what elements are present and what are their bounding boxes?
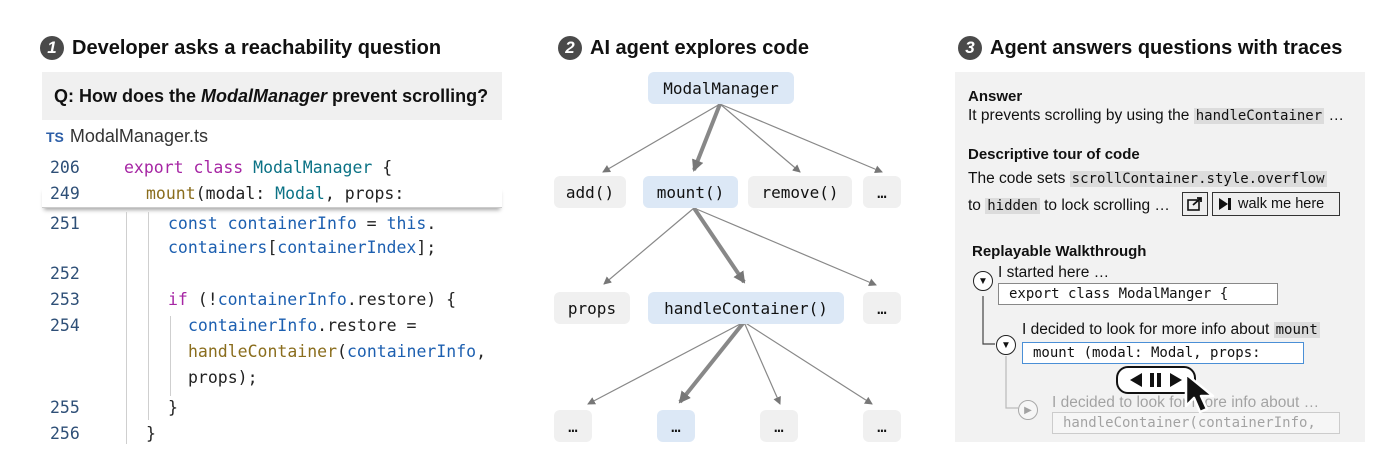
question-suffix: prevent scrolling?: [327, 86, 489, 106]
tree-node-selected[interactable]: mount(): [643, 176, 738, 208]
code-line-254-cont: handleContainer(containerInfo,: [188, 342, 487, 361]
tree-node[interactable]: props: [554, 292, 630, 324]
tour-text-line2: to hidden to lock scrolling …: [968, 197, 1170, 214]
walk-me-here-button[interactable]: walk me here: [1212, 192, 1340, 216]
tree-node-root[interactable]: ModalManager: [648, 72, 794, 104]
indent-guide: [148, 212, 149, 420]
indent-guide: [170, 316, 171, 396]
line-number: 249: [50, 184, 80, 203]
code-line-249: mount(modal: Modal, props:: [146, 184, 405, 203]
pause-icon[interactable]: [1149, 372, 1163, 388]
tour-text-line1: The code sets scrollContainer.style.over…: [968, 170, 1327, 187]
tree-node[interactable]: …: [760, 410, 798, 442]
line-number: 255: [50, 398, 80, 417]
walkthrough-step-1-text: I started here …: [998, 264, 1110, 281]
indent-guide: [126, 212, 127, 444]
file-name: ModalManager.ts: [69, 126, 208, 146]
question-prefix: Q: How does the: [54, 86, 202, 106]
walkthrough-heading: Replayable Walkthrough: [972, 243, 1147, 260]
answer-heading: Answer: [968, 88, 1023, 105]
line-number: 253: [50, 290, 80, 309]
panel3-heading: 3 Agent answers questions with traces: [958, 36, 1342, 60]
line-number: 251: [50, 214, 80, 233]
tree-node[interactable]: …: [863, 176, 901, 208]
panel1-heading: 1 Developer asks a reachability question: [40, 36, 441, 60]
tree-node[interactable]: add(): [554, 176, 626, 208]
mouse-cursor-icon: [1184, 372, 1215, 414]
line-number: 206: [50, 158, 80, 177]
panel2-title: AI agent explores code: [590, 36, 809, 59]
step-forward-icon[interactable]: [1169, 372, 1183, 388]
panel1-title: Developer asks a reachability question: [72, 36, 442, 59]
tree-node-selected[interactable]: handleContainer(): [648, 292, 844, 324]
collapse-step-2-icon[interactable]: ▼: [996, 335, 1016, 355]
walkthrough-step-2-code[interactable]: mount (modal: Modal, props:: [1022, 342, 1304, 364]
code-line-256: }: [146, 424, 156, 443]
tree-node[interactable]: remove(): [748, 176, 852, 208]
step-3-badge: 3: [958, 36, 982, 60]
line-number: 252: [50, 264, 80, 283]
code-line-251-cont: containers[containerIndex];: [168, 238, 437, 257]
collapse-step-1-icon[interactable]: ▼: [973, 271, 993, 291]
typescript-icon: TS: [46, 129, 64, 145]
step-2-badge: 2: [558, 36, 582, 60]
file-tab[interactable]: TS ModalManager.ts: [46, 126, 208, 147]
panel2-heading: 2 AI agent explores code: [558, 36, 809, 60]
question-bar: Q: How does the ModalManager prevent scr…: [42, 72, 502, 120]
code-line-254: containerInfo.restore =: [188, 316, 417, 335]
code-line-254-cont2: props);: [188, 368, 258, 387]
question-emphasis: ModalManager: [201, 86, 328, 106]
line-number: 256: [50, 424, 80, 443]
code-line-251: const containerInfo = this.: [168, 214, 437, 233]
walkthrough-step-1-code[interactable]: export class ModalManger {: [998, 283, 1278, 305]
panel3-title: Agent answers questions with traces: [990, 36, 1343, 59]
code-line-206: export class ModalManager {: [124, 158, 393, 177]
line-number: 254: [50, 316, 80, 335]
playback-controls[interactable]: [1116, 366, 1196, 394]
walkthrough-step-3-code[interactable]: handleContainer(containerInfo,: [1052, 412, 1340, 434]
open-external-button[interactable]: [1182, 192, 1208, 216]
tree-node[interactable]: …: [554, 410, 592, 442]
walkthrough-step-2-text: I decided to look for more info about mo…: [1022, 321, 1320, 338]
answer-text: It prevents scrolling by using the handl…: [968, 107, 1344, 124]
tree-node-selected[interactable]: …: [657, 410, 695, 442]
tour-heading: Descriptive tour of code: [968, 146, 1140, 163]
sticky-scroll-divider: [42, 186, 502, 208]
tree-node[interactable]: …: [863, 410, 901, 442]
code-line-255: }: [168, 398, 178, 417]
step-back-icon[interactable]: [1129, 372, 1143, 388]
code-line-253: if (!containerInfo.restore) {: [168, 290, 457, 309]
skip-forward-icon: [1219, 198, 1231, 210]
expand-step-3-icon[interactable]: ▶: [1018, 400, 1038, 420]
open-external-icon: [1187, 197, 1202, 211]
step-1-badge: 1: [40, 36, 64, 60]
tree-node[interactable]: …: [863, 292, 901, 324]
walk-me-here-label: walk me here: [1238, 196, 1325, 212]
